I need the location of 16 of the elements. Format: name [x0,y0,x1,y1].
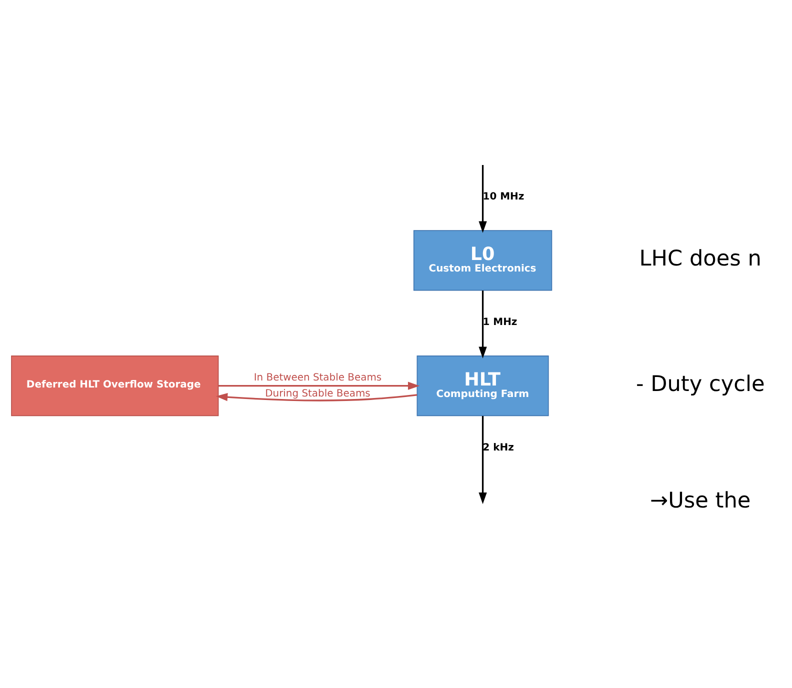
label: - Duty cycle [636,372,765,398]
node-box: Deferred HLT Overflow Storage [11,356,219,416]
edge-label: During Stable Beams [265,388,370,400]
arrow [478,416,487,504]
edge-label: In Between Stable Beams [254,372,382,384]
label: →Use the [650,488,751,514]
arrow [218,382,420,390]
arrow [216,393,418,402]
arrow [478,290,487,358]
node-box: L0 Custom Electronics [413,230,552,291]
arrow [478,164,487,233]
label: LHC does n [639,246,762,272]
edge-label: 2 kHz [482,442,514,454]
edge-label: 10 MHz [482,191,524,202]
edge-label: 1 MHz [482,316,518,328]
node-box: HLT Computing Farm [416,356,549,416]
